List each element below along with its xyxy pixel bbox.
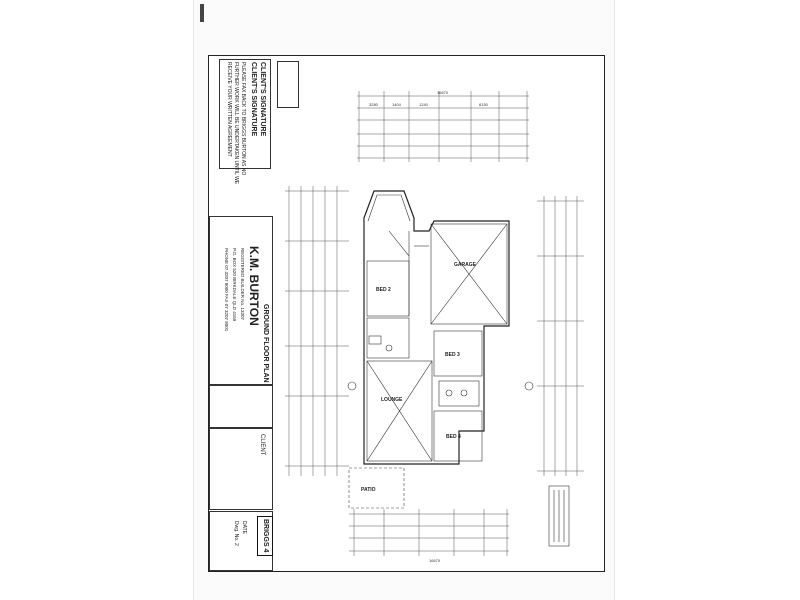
client-box (209, 428, 273, 510)
room-lounge: LOUNGE (381, 397, 403, 403)
dim-top-1: 3280 (369, 102, 379, 107)
design-name-box (257, 516, 273, 556)
room-garage: GARAGE (454, 262, 477, 268)
dim-top-3: 1240 (419, 102, 429, 107)
dim-top-4: 8150 (479, 102, 489, 107)
dim-top-2: 1404 (392, 102, 402, 107)
stamp-box (277, 61, 299, 108)
floor-plan: 16670 3280 1404 1240 8150 (285, 90, 584, 563)
binding-mark (200, 4, 204, 22)
design-box (209, 384, 273, 428)
room-patio: PATIO (361, 487, 376, 493)
room-bed2: BED 2 (376, 287, 391, 293)
company-box (209, 216, 273, 386)
overall-dim-top: 16670 (437, 90, 449, 95)
room-bed4: BED 4 (446, 434, 461, 440)
overall-dim-bottom: 16670 (429, 558, 441, 563)
drawing-sheet: CLIENT'S SIGNATURE CLIENT'S SIGNATURE PL… (208, 55, 605, 572)
room-bed3: BED 3 (445, 352, 460, 358)
client-signature-box (219, 59, 271, 169)
